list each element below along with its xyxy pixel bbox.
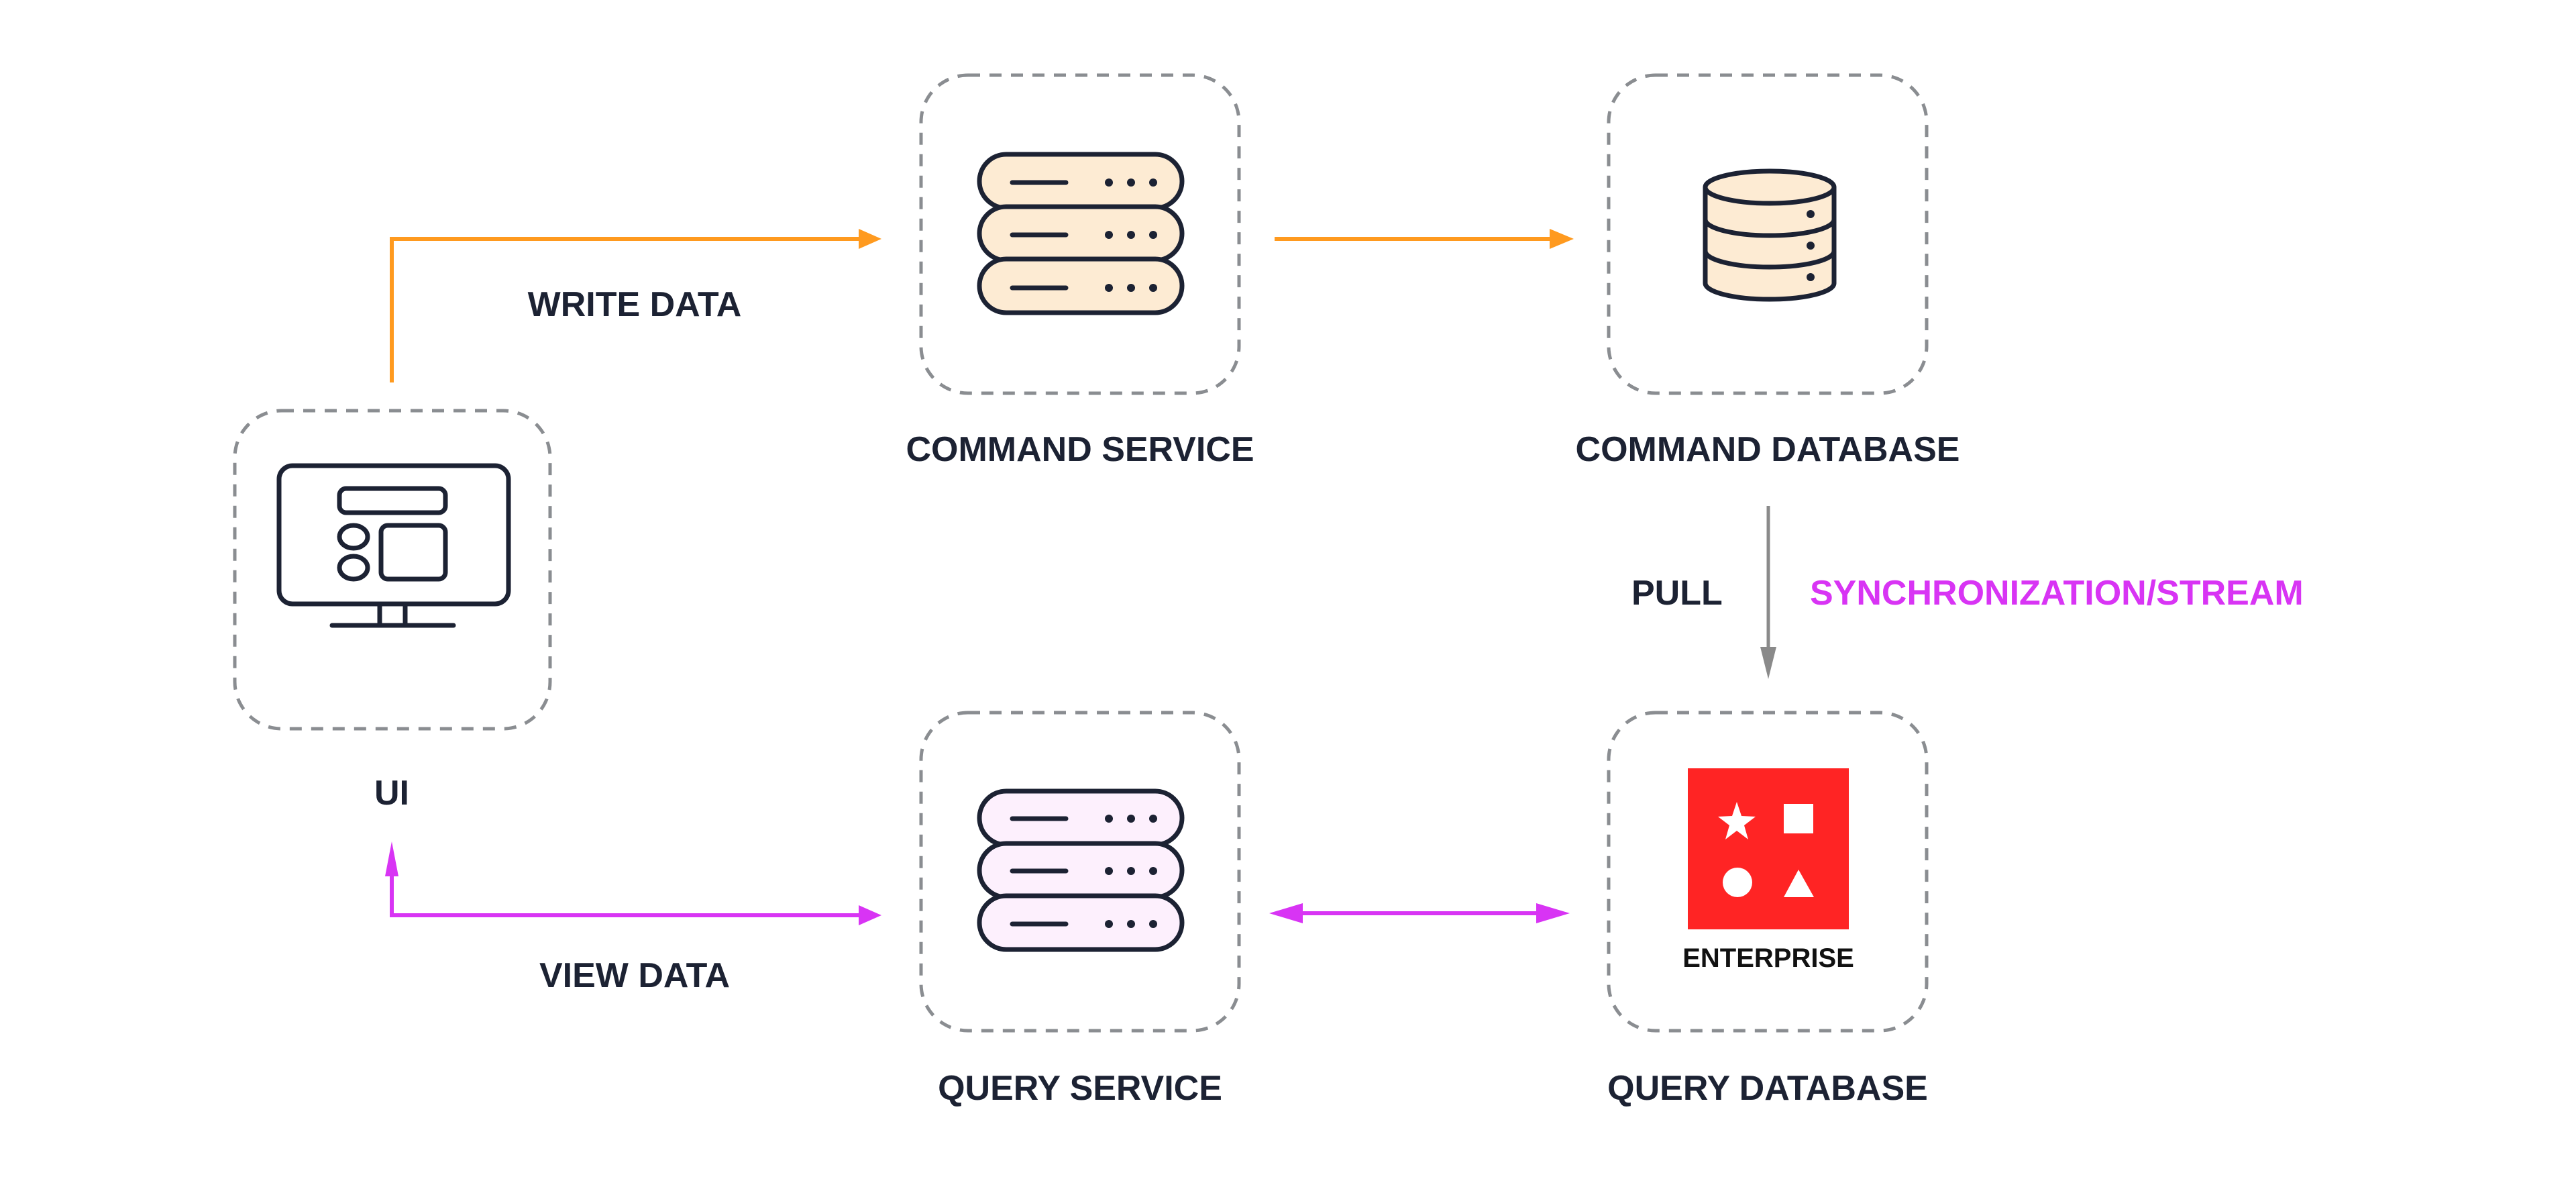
query-service-node-box[interactable] <box>919 711 1241 1033</box>
command-database-node-box[interactable] <box>1607 73 1929 395</box>
monitor-icon <box>276 463 511 628</box>
circle-icon <box>1723 868 1752 897</box>
server-stack-icon <box>977 788 1185 952</box>
view-data-label: VIEW DATA <box>539 956 731 995</box>
pull-arrow <box>1760 506 1776 679</box>
command-service-node-box[interactable] <box>919 73 1241 395</box>
ui-node-label: UI <box>374 774 409 813</box>
query-database-node-box[interactable] <box>1607 711 1929 1033</box>
database-icon <box>1703 168 1837 302</box>
ui-node-box[interactable] <box>233 409 552 731</box>
query-service-node-label: QUERY SERVICE <box>938 1069 1222 1108</box>
enterprise-logo-icon <box>1688 768 1849 929</box>
triangle-icon <box>1784 870 1814 897</box>
command-database-node-label: COMMAND DATABASE <box>1575 430 1960 469</box>
command-to-database-arrow <box>1275 229 1574 249</box>
square-icon <box>1784 804 1813 833</box>
server-stack-icon <box>977 152 1185 315</box>
synchronization-stream-label: SYNCHRONIZATION/STREAM <box>1810 574 2304 613</box>
query-database-node-label: QUERY DATABASE <box>1607 1069 1928 1108</box>
query-bidirectional-arrow <box>1269 903 1570 923</box>
write-data-label: WRITE DATA <box>527 285 742 324</box>
command-service-node-label: COMMAND SERVICE <box>906 430 1254 469</box>
pull-label: PULL <box>1631 574 1723 613</box>
enterprise-badge-label: ENTERPRISE <box>1682 943 1854 973</box>
view-data-arrow <box>385 841 881 925</box>
write-data-arrow <box>390 229 881 382</box>
star-icon <box>1718 802 1756 839</box>
